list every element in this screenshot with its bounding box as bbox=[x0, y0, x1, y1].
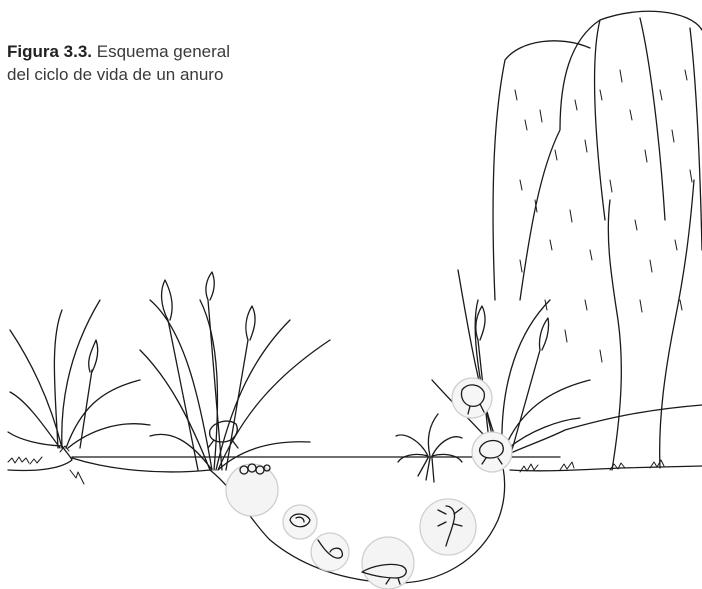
pond bbox=[8, 405, 702, 583]
stage-froglet bbox=[420, 499, 476, 555]
embryo-circle bbox=[283, 505, 317, 539]
water-plant-icon bbox=[396, 414, 462, 482]
tree-canopy bbox=[493, 11, 702, 300]
reed-leaves-right bbox=[432, 270, 590, 450]
stage-frog-on-bank bbox=[472, 432, 512, 472]
left-bank-grass bbox=[8, 446, 84, 484]
stage-adult-frog-on-grass bbox=[452, 378, 492, 418]
willow-tree bbox=[493, 11, 702, 470]
stage-embryo bbox=[283, 505, 317, 539]
reeds-center bbox=[140, 272, 330, 470]
tree-trunk bbox=[608, 180, 694, 470]
tree-foliage bbox=[515, 70, 692, 362]
reeds-left bbox=[10, 300, 150, 448]
adult-frog-circle bbox=[452, 378, 492, 418]
right-bank bbox=[500, 405, 702, 471]
stage-tadpole bbox=[311, 533, 349, 571]
reeds-right bbox=[432, 270, 590, 450]
water-plant bbox=[396, 414, 462, 482]
cattails-right bbox=[476, 306, 549, 450]
reed-leaves-left bbox=[10, 300, 150, 448]
frog-bank-circle bbox=[472, 432, 512, 472]
stage-tadpole-with-legs bbox=[362, 537, 414, 589]
froglet-circle bbox=[420, 499, 476, 555]
cattails-center bbox=[162, 272, 256, 470]
stage-egg-mass bbox=[226, 464, 278, 516]
